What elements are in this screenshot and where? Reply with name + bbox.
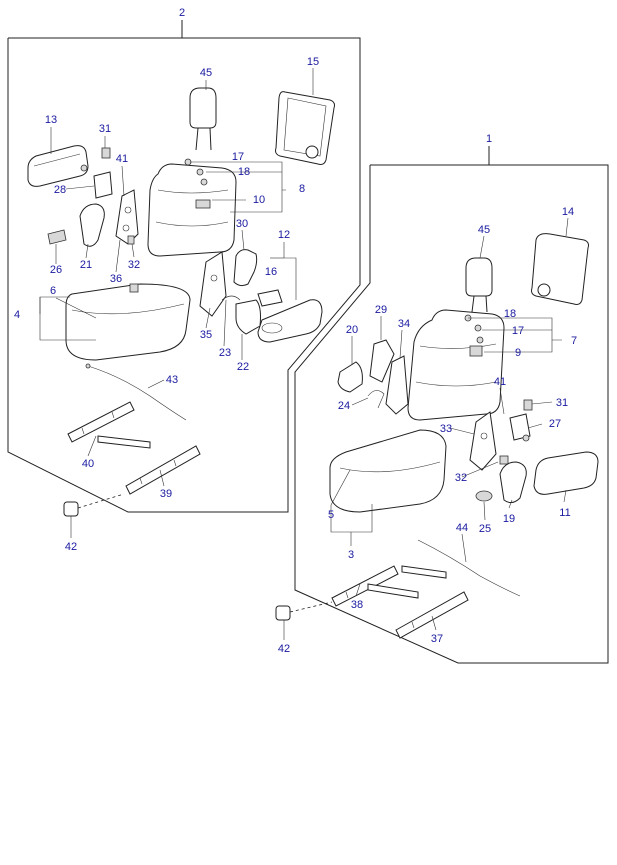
seat-back-right <box>407 309 505 421</box>
armrest-right <box>533 451 599 495</box>
callout-31-left: 31 <box>99 123 111 135</box>
right-assembly-frame <box>294 146 609 664</box>
left-assembly-frame <box>7 20 361 513</box>
callout-17-left: 17 <box>232 151 244 163</box>
callout-17-right: 17 <box>512 325 524 337</box>
callout-30: 30 <box>236 218 248 230</box>
part-24 <box>367 390 385 409</box>
callout-29: 29 <box>375 304 387 316</box>
callout-14: 14 <box>562 206 574 218</box>
callout-35: 35 <box>200 329 212 341</box>
seat-cushion-right <box>329 429 447 513</box>
callout-16: 16 <box>265 266 277 278</box>
callout-8: 8 <box>299 183 305 195</box>
armrest-left <box>27 145 89 187</box>
callout-labels: 2 1 45 15 13 31 41 28 17 18 8 10 26 21 3… <box>14 7 577 655</box>
part-33 <box>469 411 497 471</box>
knob-left <box>101 147 111 159</box>
callout-32-left: 32 <box>128 259 140 271</box>
callout-42-left: 42 <box>65 541 77 553</box>
part-22-23 <box>221 295 261 335</box>
callout-18-left: 18 <box>238 166 250 178</box>
seat-back-left <box>147 163 237 257</box>
rail-left-crossbar <box>97 435 151 449</box>
part-32-left <box>127 235 135 245</box>
seat-cushion-left <box>65 283 191 361</box>
callout-10: 10 <box>253 194 265 206</box>
callout-20: 20 <box>346 324 358 336</box>
callout-12: 12 <box>278 229 290 241</box>
cable-left <box>85 363 187 421</box>
callout-40: 40 <box>82 458 94 470</box>
cap-right <box>275 601 333 621</box>
screws-17-18-left <box>184 158 208 186</box>
rail-right-crossbar <box>367 565 447 599</box>
callout-32-right: 32 <box>455 472 467 484</box>
part-29 <box>369 339 395 383</box>
console-left <box>257 289 323 343</box>
part-19 <box>499 461 527 504</box>
callout-45-left: 45 <box>200 67 212 79</box>
recliner-left <box>115 189 139 245</box>
callout-37: 37 <box>431 633 443 645</box>
bracket-28 <box>80 164 113 199</box>
rear-panel-left <box>275 91 335 165</box>
part-26 <box>47 229 67 245</box>
callout-9: 9 <box>515 347 521 359</box>
rail-right-front <box>331 565 399 607</box>
part-35 <box>199 251 227 317</box>
callout-36: 36 <box>110 273 122 285</box>
callout-41-left: 41 <box>116 153 128 165</box>
callout-28: 28 <box>54 184 66 196</box>
part-34 <box>385 355 409 415</box>
callout-4: 4 <box>14 309 20 321</box>
callout-31-right: 31 <box>556 397 568 409</box>
group-label-right: 1 <box>486 133 492 145</box>
callout-6: 6 <box>50 285 56 297</box>
callout-25: 25 <box>479 523 491 535</box>
rail-left-front <box>67 401 135 443</box>
callout-11: 11 <box>559 507 570 519</box>
callout-18-right: 18 <box>504 308 516 320</box>
rail-left-rear <box>125 445 201 495</box>
rail-right-rear <box>395 591 469 639</box>
callout-42-right: 42 <box>278 643 290 655</box>
callout-15: 15 <box>307 56 319 68</box>
headrest-left <box>189 87 217 151</box>
callout-33: 33 <box>440 423 452 435</box>
part-21 <box>79 203 105 247</box>
callout-21: 21 <box>80 259 92 271</box>
callout-41-right: 41 <box>494 376 506 388</box>
callout-34: 34 <box>398 318 410 330</box>
leader-lines <box>39 68 569 640</box>
callout-23: 23 <box>219 347 231 359</box>
callout-24: 24 <box>338 400 350 412</box>
callout-3: 3 <box>348 549 354 561</box>
callout-22: 22 <box>237 361 249 373</box>
callout-26: 26 <box>50 264 62 276</box>
callout-7: 7 <box>571 335 577 347</box>
callout-19: 19 <box>503 513 515 525</box>
callout-45-right: 45 <box>478 224 490 236</box>
group-label-left: 2 <box>179 7 185 19</box>
knob-right <box>523 399 533 411</box>
callout-5: 5 <box>328 509 334 521</box>
part-27 <box>509 413 531 442</box>
callout-39: 39 <box>160 488 172 500</box>
headrest-right <box>465 257 493 313</box>
callout-13: 13 <box>45 114 57 126</box>
cable-right <box>417 539 521 597</box>
part-25 <box>475 490 493 502</box>
part-32-right <box>499 455 509 465</box>
callout-38: 38 <box>351 599 363 611</box>
part-20 <box>337 361 363 393</box>
part-30 <box>233 249 258 287</box>
rear-panel-right <box>531 233 589 305</box>
callout-43: 43 <box>166 374 178 386</box>
callout-27: 27 <box>549 418 561 430</box>
callout-44: 44 <box>456 522 468 534</box>
cap-left <box>63 493 125 517</box>
